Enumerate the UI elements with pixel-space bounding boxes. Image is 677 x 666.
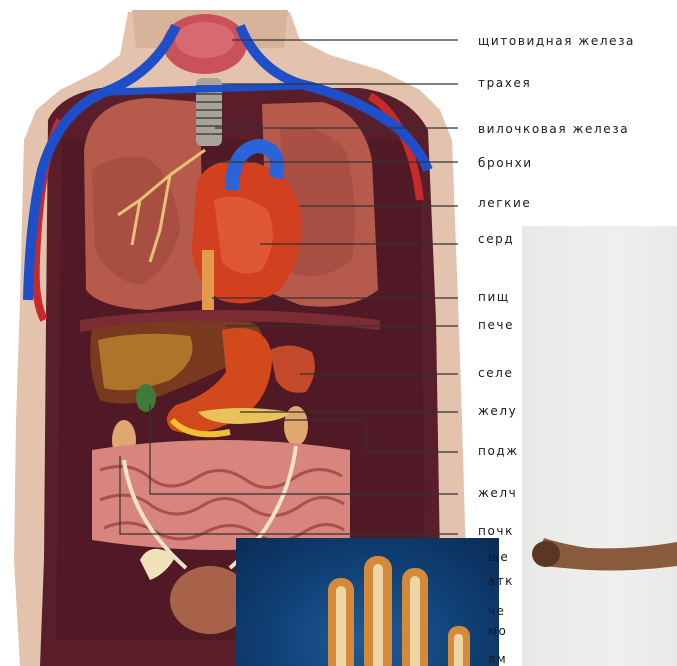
label-cut-3: че (488, 604, 505, 618)
label-cut-4: мо (488, 624, 507, 638)
arm-photo-overlay (522, 226, 677, 666)
trachea-rings (196, 86, 222, 134)
label-lungs: легкие (478, 196, 531, 210)
label-esophagus: пищ (478, 290, 510, 304)
label-pancreas: подж (478, 444, 519, 458)
heart-highlight (214, 197, 273, 274)
label-liver: пече (478, 318, 514, 332)
label-stomach: желу (478, 404, 517, 418)
label-spleen: селе (478, 366, 513, 380)
hand-figure (236, 538, 499, 666)
label-heart: серд (478, 232, 514, 246)
label-gallbladder: желч (478, 486, 517, 500)
label-cut-5: ям (488, 652, 507, 666)
arm-figure (522, 226, 677, 666)
label-thyroid: щитовидная железа (478, 34, 635, 48)
gallbladder (136, 384, 156, 412)
label-cut-1: ше (488, 550, 509, 564)
label-trachea: трахея (478, 76, 531, 90)
thyroid-highlight (175, 22, 235, 58)
label-cut-2: атк (488, 574, 514, 588)
esophagus-tube (202, 250, 214, 310)
label-bronchi: бронхи (478, 156, 533, 170)
label-thymus: вилочковая железа (478, 122, 629, 136)
hand-xray-overlay (236, 538, 499, 666)
label-kidneys: почк (478, 524, 514, 538)
